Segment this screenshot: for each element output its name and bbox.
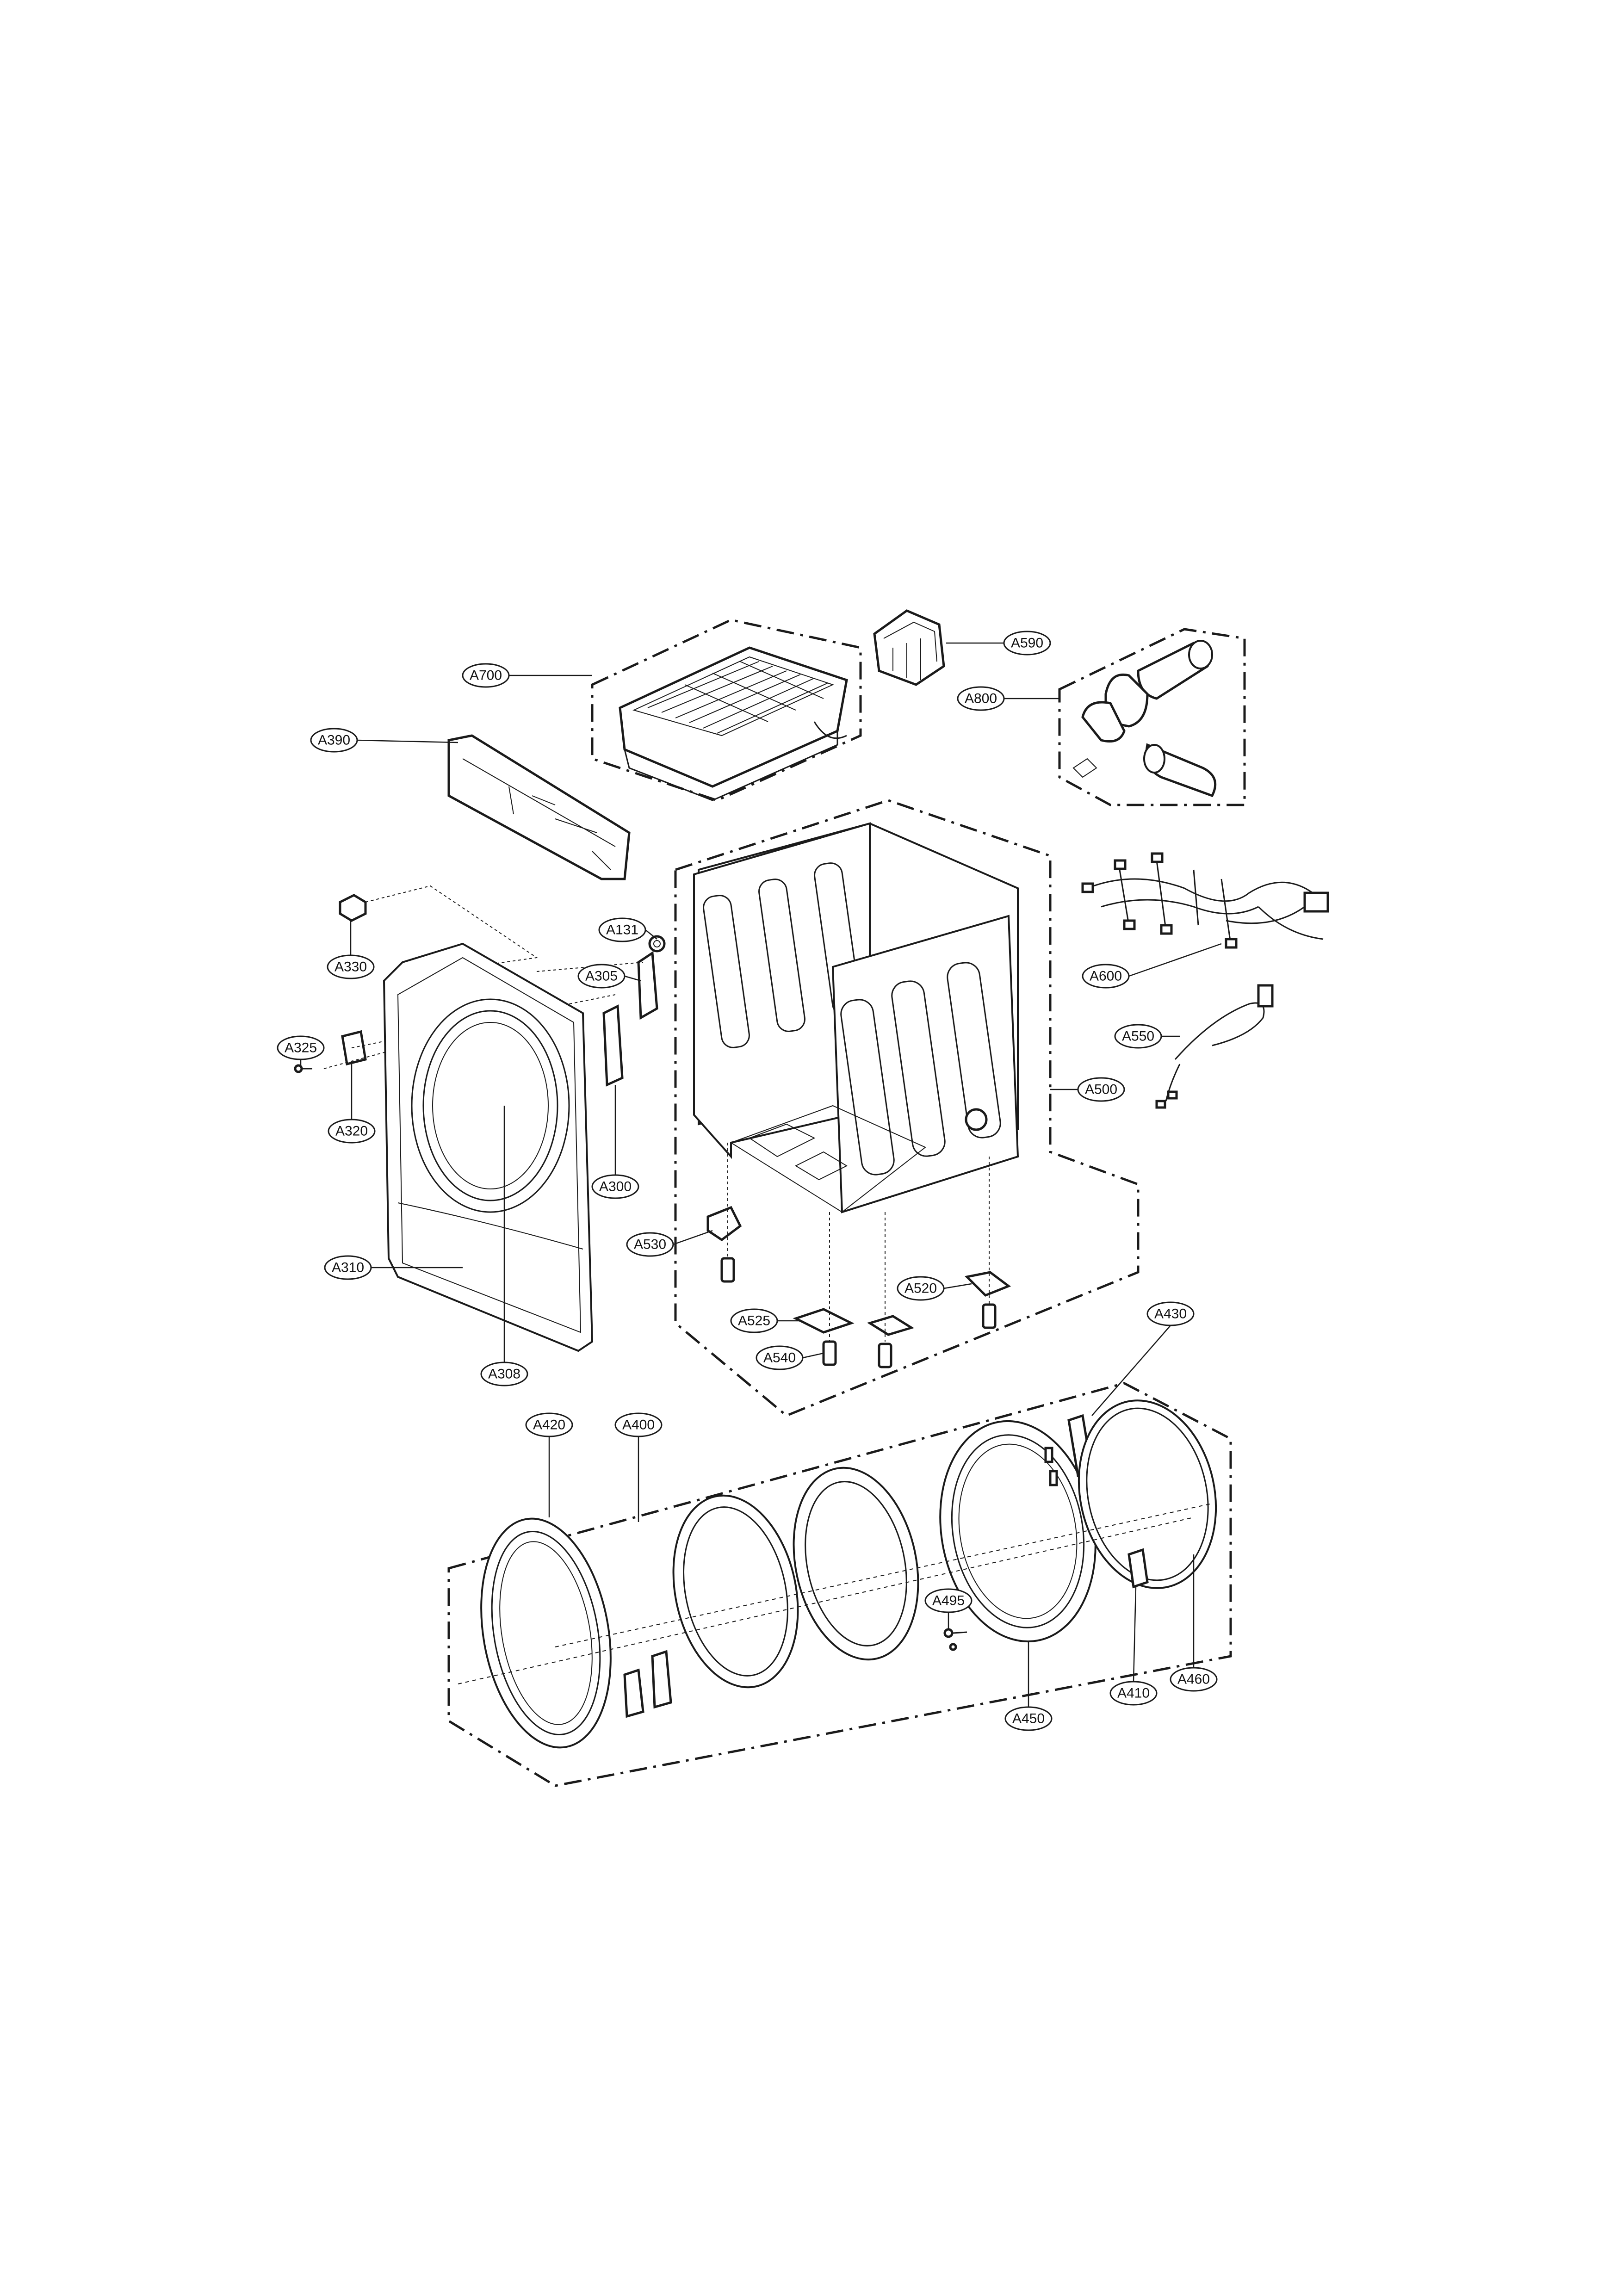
label-a308-text: A308 [488,1367,520,1382]
label-a495: A495 [924,1588,973,1613]
label-a400-text: A400 [622,1417,655,1433]
label-a525-text: A525 [738,1313,770,1329]
cabinet-a500-part [693,822,1019,1213]
label-a410-text: A410 [1117,1686,1150,1701]
label-a800: A800 [957,686,1005,711]
label-a325-text: A325 [285,1040,317,1056]
label-a325: A325 [277,1035,325,1060]
label-a700: A700 [462,663,510,688]
label-a450-text: A450 [1012,1711,1045,1727]
label-a495-text: A495 [932,1593,965,1609]
label-a800-text: A800 [965,691,997,706]
label-a550-text: A550 [1122,1029,1154,1044]
boundary-a500 [674,799,1140,1417]
wire-harness-a600-part [1081,852,1329,949]
power-cord-a550-part [1155,984,1274,1109]
label-a520: A520 [897,1276,945,1301]
label-a500-text: A500 [1085,1082,1117,1097]
label-a700-text: A700 [470,668,502,683]
label-a390-text: A390 [318,733,350,748]
label-a530-text: A530 [634,1237,666,1252]
label-a590: A590 [1003,631,1051,656]
label-a550: A550 [1114,1024,1162,1049]
label-a590-text: A590 [1011,636,1043,651]
part-labels: A700 A390 A590 A800 A131 A305 A330 A325 … [277,631,1218,1731]
label-a600: A600 [1082,964,1130,989]
label-a390: A390 [310,728,358,753]
label-a320-text: A320 [335,1124,368,1139]
control-bracket-a390-part [447,734,631,880]
boundary-a800 [1058,628,1246,806]
label-a400: A400 [614,1412,663,1437]
label-a530: A530 [626,1232,674,1257]
label-a600-text: A600 [1090,969,1122,984]
boundary-a400 [447,1382,1232,1787]
drum-tray-part [619,646,848,801]
label-a420: A420 [525,1412,573,1437]
small-parts [294,885,666,1087]
label-a460-text: A460 [1177,1672,1210,1687]
duct-a800-part [1072,640,1217,798]
label-a430-text: A430 [1154,1306,1187,1322]
label-a460: A460 [1170,1667,1218,1692]
door-assembly-a400-part [458,1399,1217,1749]
boundary-a700 [591,619,862,802]
label-a520-text: A520 [904,1281,937,1296]
label-a305-text: A305 [585,969,618,984]
label-a308: A308 [480,1362,528,1386]
label-a300-text: A300 [599,1179,632,1194]
label-a310: A310 [324,1255,372,1280]
front-panel-a310-part [383,942,594,1352]
leader-lines [300,642,1222,1707]
label-a131-text: A131 [606,922,638,938]
label-a540-text: A540 [763,1350,796,1366]
label-a525: A525 [730,1308,778,1333]
label-a430: A430 [1146,1301,1195,1326]
label-a540: A540 [756,1345,804,1370]
bracket-a590-part [873,609,945,686]
label-a305: A305 [577,964,626,989]
feet-parts [706,1143,1011,1368]
label-a330-text: A330 [335,959,367,975]
label-a310-text: A310 [332,1260,364,1275]
label-a450: A450 [1004,1706,1053,1731]
label-a500: A500 [1077,1077,1125,1102]
label-a420-text: A420 [533,1417,565,1433]
label-a410: A410 [1109,1681,1158,1706]
label-a330: A330 [327,954,375,979]
group-boundaries [447,619,1246,1787]
label-a131: A131 [598,917,646,942]
label-a320: A320 [328,1119,376,1144]
label-a300: A300 [591,1174,639,1199]
